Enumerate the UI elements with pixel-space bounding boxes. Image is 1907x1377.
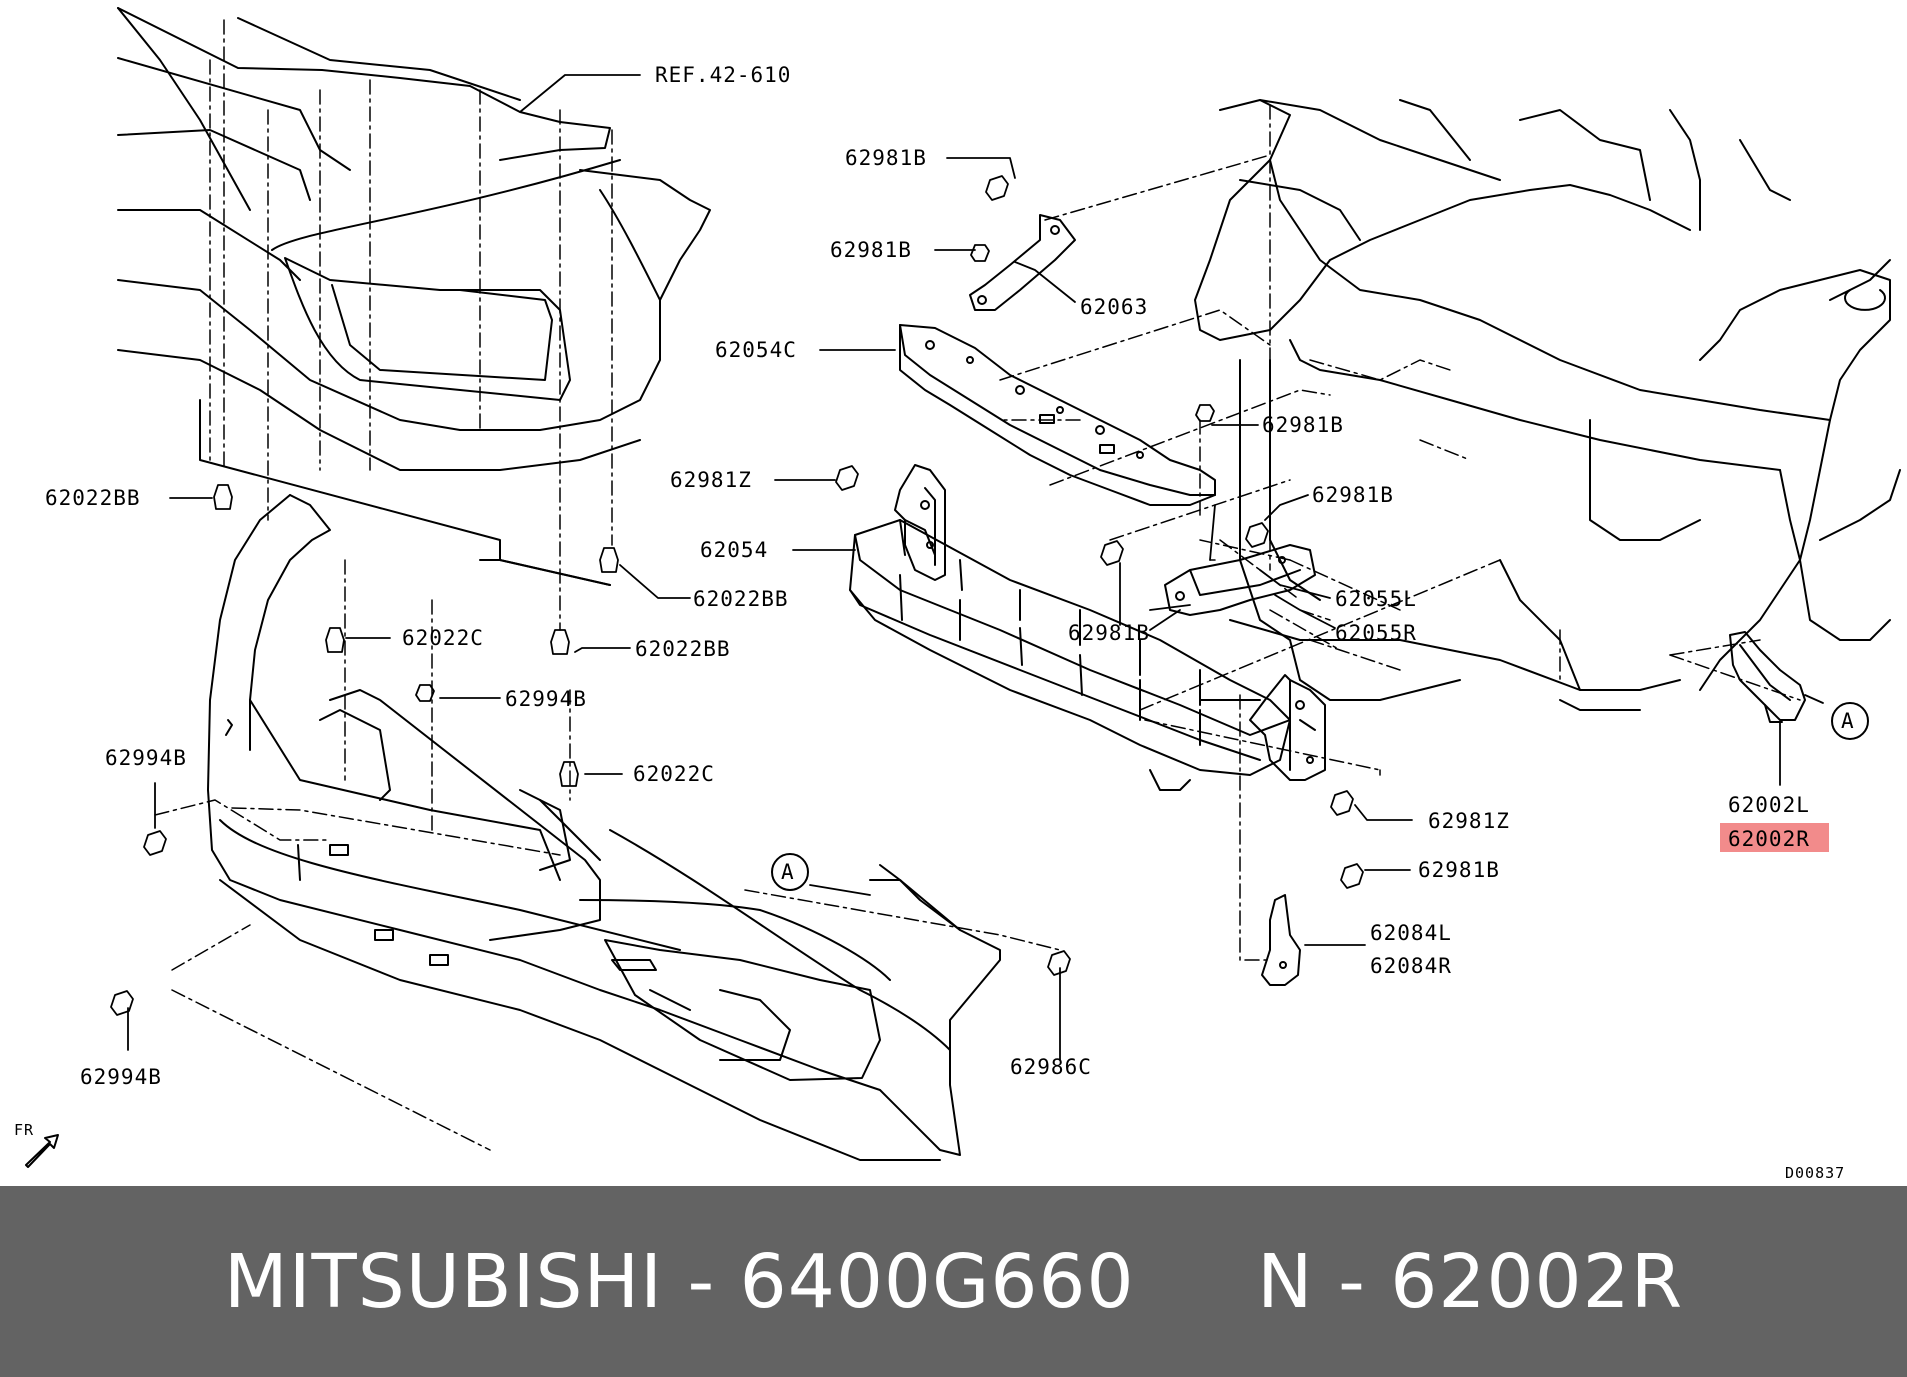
bracket-62002 [1729,631,1806,723]
part-label-62054: 62054 [700,538,768,562]
bumper-fascia [207,494,1001,1161]
part-label-62022C: 62022C [633,762,715,786]
upper-support-bar [899,324,1216,506]
part-label-62022BB: 62022BB [693,587,789,611]
part-label-62981B: 62981B [1418,858,1500,882]
part-label-62055R: 62055R [1335,621,1417,645]
guide-lines-right [999,104,1801,961]
parts-diagram: REF.42-610 62981B 62981B 62063 62054C 62… [14,7,1901,1182]
stay-62063 [969,214,1076,311]
part-label-62981B: 62981B [1312,483,1394,507]
bracket-62055 [1164,544,1316,616]
leader-lines [127,74,1824,1061]
part-label-62981B: 62981B [1068,621,1150,645]
beam-bracket-right [1249,674,1326,781]
part-label-62022BB: 62022BB [635,637,731,661]
footer-part-number: MITSUBISHI - 6400G660 N - 62002R [223,1238,1684,1325]
callout-a-circle-right [1831,702,1869,740]
part-label-62002R: 62002R [1728,827,1810,851]
part-label-62981Z: 62981Z [1428,809,1510,833]
part-label-62981B: 62981B [830,238,912,262]
front-direction-arrow [25,1134,59,1168]
part-label-62054C: 62054C [715,338,797,362]
fasteners [110,175,1364,1016]
callout-a-left: A [781,860,795,884]
guide-lines-lower [154,559,1061,1151]
body-frame [1194,99,1901,711]
part-label-62022BB: 62022BB [45,486,141,510]
part-label-62981B: 62981B [1262,413,1344,437]
callout-a-circle-left [771,853,809,891]
part-label-62084R: 62084R [1370,954,1452,978]
part-label-62994B: 62994B [80,1065,162,1089]
part-label-62981Z: 62981Z [670,468,752,492]
footer-bar: MITSUBISHI - 6400G660 N - 62002R [0,1186,1907,1377]
part-label-62022C: 62022C [402,626,484,650]
beam-bracket-left [894,464,946,581]
part-label-62063: 62063 [1080,295,1148,319]
drawing-id: D00837 [1785,1164,1845,1182]
part-label-62986C: 62986C [1010,1055,1092,1079]
guide-lines-upper [209,19,613,631]
reinforcement-beam [849,519,1291,791]
ref-label: REF.42-610 [655,63,791,87]
part-label-62994B: 62994B [105,746,187,770]
part-label-62981B: 62981B [845,146,927,170]
front-marker: FR [14,1121,34,1139]
part-label-62055L: 62055L [1335,587,1417,611]
bracket-62084 [1261,894,1301,986]
part-label-62994B: 62994B [505,687,587,711]
highlight-box [1720,823,1829,852]
under-cover-panel [117,7,711,586]
callout-a-right: A [1841,709,1855,733]
part-label-62084L: 62084L [1370,921,1452,945]
part-label-62002L: 62002L [1728,793,1810,817]
